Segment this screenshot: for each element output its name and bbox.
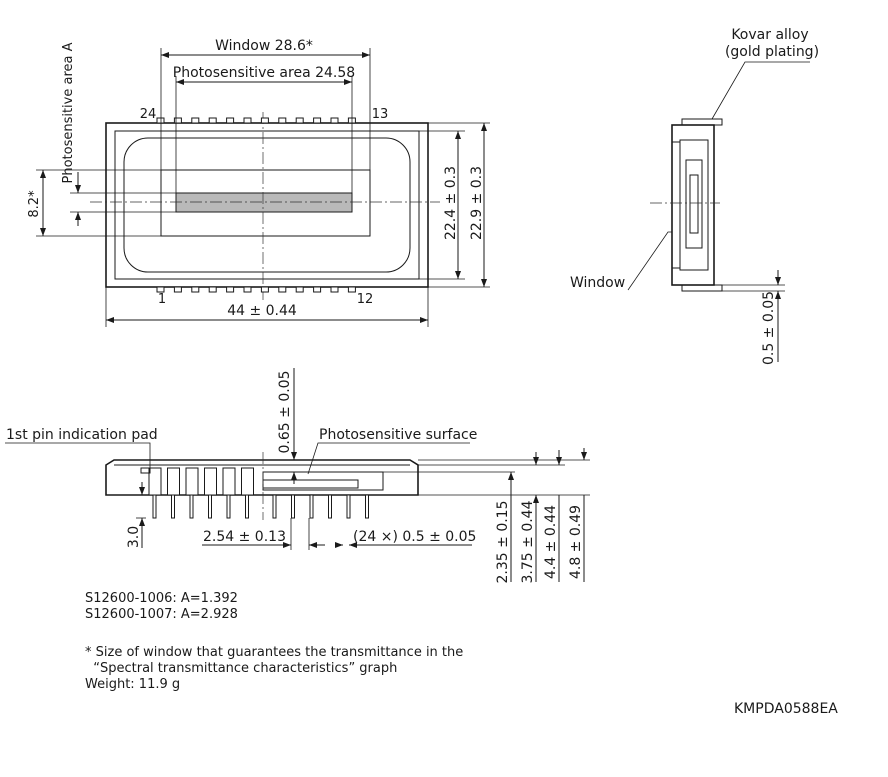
- bottom-pin: [243, 286, 252, 293]
- bottom-pin: [208, 286, 217, 293]
- top-pin: [208, 117, 217, 124]
- window-area: [160, 169, 371, 237]
- window-width-label: Window 28.6*: [215, 38, 313, 54]
- front-lead: [346, 494, 351, 519]
- dim-375-label: 3.75 ± 0.44: [520, 500, 536, 583]
- front-lead: [272, 494, 277, 519]
- kovar-label-2: (gold plating): [725, 44, 819, 60]
- lead-length-label: 3.0: [126, 526, 142, 548]
- top-pin: [156, 117, 165, 124]
- lead-thickness-label: 0.5 ± 0.05: [761, 291, 777, 365]
- surface-offset-label: 0.65 ± 0.05: [277, 371, 293, 454]
- front-lead: [309, 494, 314, 519]
- dim-44-label: 4.4 ± 0.44: [543, 505, 559, 579]
- bottom-pin: [156, 286, 165, 293]
- top-pin: [191, 117, 200, 124]
- section-pin-housing: [241, 467, 254, 496]
- front-lead: [328, 494, 332, 519]
- top-view: Window 28.6* Photosensitive area 24.58 2…: [27, 38, 490, 327]
- bottom-pin: [191, 286, 200, 293]
- pin-24-label: 24: [140, 107, 157, 122]
- pin-pad-label: 1st pin indication pad: [6, 427, 158, 443]
- photosensitive-width-label: Photosensitive area 24.58: [173, 65, 355, 81]
- window-label: Window: [570, 275, 625, 291]
- top-pin: [260, 117, 269, 124]
- top-pin: [330, 117, 339, 124]
- model-1007-note: S12600-1007: A=2.928: [85, 607, 238, 622]
- photosensitive-surface-label: Photosensitive surface: [319, 427, 477, 443]
- top-pin: [278, 117, 287, 124]
- front-lead: [208, 494, 212, 519]
- window-frame: [123, 137, 411, 273]
- bottom-pin: [226, 286, 235, 293]
- dim-235-label: 2.35 ± 0.15: [495, 501, 511, 584]
- front-lead: [152, 494, 157, 519]
- front-lead: [189, 494, 194, 519]
- bottom-pin: [330, 286, 339, 293]
- bottom-pin: [260, 286, 269, 293]
- front-lead: [291, 494, 295, 519]
- top-pin: [243, 117, 252, 124]
- pin-12-label: 12: [357, 292, 374, 307]
- weight-note: Weight: 11.9 g: [85, 677, 181, 692]
- photosensitive-height-label: Photosensitive area A: [61, 42, 76, 183]
- side-view: Window Kovar alloy (gold plating) 0.5 ± …: [570, 27, 819, 365]
- bottom-pin: [173, 286, 182, 293]
- section-pin-housing: [167, 467, 180, 496]
- front-lead: [171, 494, 175, 519]
- bottom-pin: [278, 286, 287, 293]
- footnote-line-2: “Spectral transmittance characteristics”…: [85, 661, 398, 676]
- section-pin-housing: [148, 467, 162, 496]
- section-pin-housing: [222, 467, 236, 496]
- top-pin: [173, 117, 182, 124]
- model-1006-note: S12600-1006: A=1.392: [85, 591, 238, 606]
- top-pin: [313, 117, 322, 124]
- height-outer-label: 22.9 ± 0.3: [469, 166, 485, 240]
- front-view: 1st pin indication pad 0.65 ± 0.05 Photo…: [5, 368, 590, 583]
- photosensitive-area: [175, 192, 353, 213]
- top-pin: [295, 117, 304, 124]
- drawing-code: KMPDA0588EA: [734, 701, 838, 717]
- bottom-pin: [295, 286, 304, 293]
- pitch-label: 2.54 ± 0.13: [203, 529, 286, 545]
- dim-48-label: 4.8 ± 0.49: [568, 505, 584, 579]
- front-lead: [365, 494, 369, 519]
- front-lead: [226, 494, 231, 519]
- bottom-pin: [347, 286, 356, 293]
- window-height-label: 8.2*: [27, 190, 42, 218]
- section-pin-housing: [185, 467, 199, 496]
- section-pin-housing: [204, 467, 217, 496]
- front-lead: [245, 494, 249, 519]
- pin-1-label: 1: [158, 292, 166, 307]
- lead-width-label: (24 ×) 0.5 ± 0.05: [353, 529, 476, 545]
- height-inner-label: 22.4 ± 0.3: [443, 166, 459, 240]
- length-label: 44 ± 0.44: [227, 303, 297, 319]
- footnote-line-1: * Size of window that guarantees the tra…: [85, 645, 464, 660]
- top-pin: [226, 117, 235, 124]
- kovar-label-1: Kovar alloy: [731, 27, 808, 43]
- bottom-pin: [313, 286, 322, 293]
- pin-13-label: 13: [372, 107, 389, 122]
